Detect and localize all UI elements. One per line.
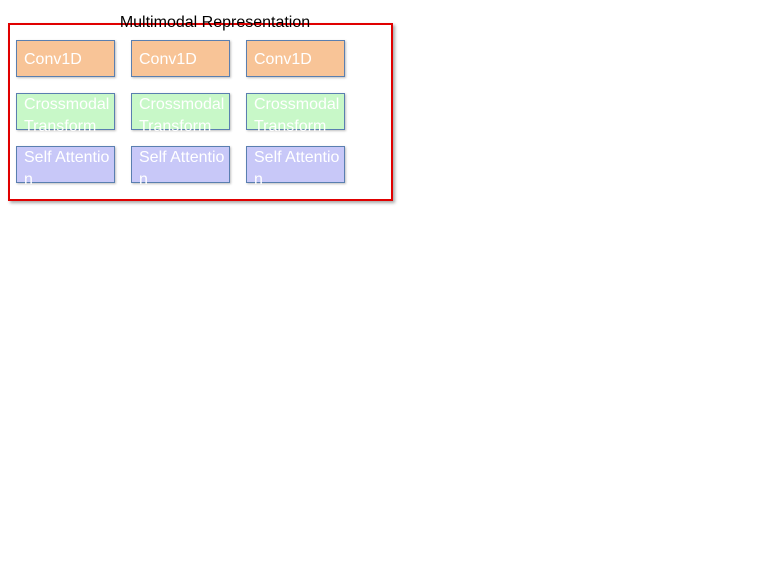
crossmodal-transform-box-1: Crossmodal Transform bbox=[16, 93, 115, 135]
self-attention-box-2: Self Attention bbox=[131, 146, 230, 188]
conv1d-label-1: Conv1D bbox=[24, 51, 82, 68]
self-attention-label-1: Self Attention bbox=[24, 149, 110, 188]
diagram-title: Multimodal Representation bbox=[119, 14, 311, 31]
conv1d-box-2: Conv1D bbox=[131, 40, 230, 77]
self-attention-box-3: Self Attention bbox=[246, 146, 345, 188]
conv1d-label-2: Conv1D bbox=[139, 51, 197, 68]
crossmodal-transform-box-2: Crossmodal Transform bbox=[131, 93, 230, 135]
multimodal-representation-frame bbox=[8, 23, 393, 201]
crossmodal-transform-label-1: Crossmodal Transform bbox=[24, 96, 114, 135]
crossmodal-transform-box-3: Crossmodal Transform bbox=[246, 93, 345, 135]
crossmodal-transform-label-2: Crossmodal Transform bbox=[139, 96, 229, 135]
conv1d-box-1: Conv1D bbox=[16, 40, 115, 77]
self-attention-label-3: Self Attention bbox=[254, 149, 340, 188]
crossmodal-transform-label-3: Crossmodal Transform bbox=[254, 96, 344, 135]
self-attention-label-2: Self Attention bbox=[139, 149, 225, 188]
self-attention-box-1: Self Attention bbox=[16, 146, 115, 188]
conv1d-label-3: Conv1D bbox=[254, 51, 312, 68]
conv1d-box-3: Conv1D bbox=[246, 40, 345, 77]
